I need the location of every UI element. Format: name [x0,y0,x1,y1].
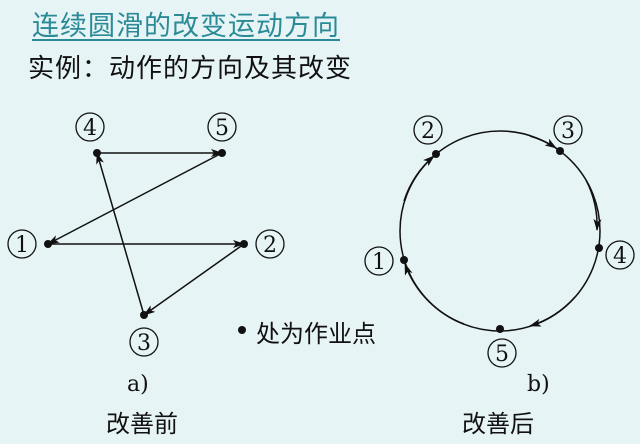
work-point-b-5 [496,325,504,333]
arrow-b-1-2 [403,155,435,202]
page-title: 连续圆滑的改变运动方向 [32,11,340,42]
edge-a-3-4 [96,152,145,316]
work-point-b-1 [400,256,408,264]
node-label-b-5: 5 [487,338,517,368]
diagram-a-sublabel: a) [127,372,149,397]
diagram-b: 1 2 3 4 5 [364,115,635,368]
node-label-b-4: 4 [605,240,635,270]
work-point-b-3 [556,147,564,155]
svg-text:3: 3 [561,119,575,144]
node-label-a-3: 3 [129,327,159,357]
legend-text: 处为作业点 [256,320,376,348]
arrow-b-4-5 [529,296,576,327]
svg-text:1: 1 [372,250,386,275]
work-point-a-3 [140,311,148,319]
svg-text:2: 2 [263,233,277,258]
arrow-b-5-1 [404,263,465,325]
work-point-b-2 [432,150,440,158]
svg-text:5: 5 [495,342,509,367]
node-label-a-5: 5 [207,112,237,142]
legend-dot [238,326,246,334]
diagram-a-caption: 改善前 [106,410,178,438]
svg-text:3: 3 [137,331,151,356]
work-point-a-5 [218,149,226,157]
node-label-b-1: 1 [364,246,394,276]
svg-text:2: 2 [421,119,435,144]
node-label-a-1: 1 [7,229,37,259]
work-point-a-2 [240,240,248,248]
svg-text:4: 4 [83,116,97,141]
diagram-b-sublabel: b) [527,372,550,397]
arrow-b-3-4 [585,179,602,231]
node-label-b-2: 2 [413,115,443,145]
work-point-a-4 [93,149,101,157]
legend [238,326,246,334]
svg-text:5: 5 [215,116,229,141]
work-point-b-4 [595,244,603,252]
svg-text:4: 4 [613,244,627,269]
svg-text:1: 1 [15,233,29,258]
diagram-b-caption: 改善后 [462,410,534,438]
page-subtitle: 实例：动作的方向及其改变 [28,54,353,84]
node-label-a-4: 4 [75,112,105,142]
edge-a-2-3 [143,243,245,316]
node-label-a-2: 2 [255,229,285,259]
diagram-a: 1 2 3 4 5 [7,112,285,357]
edge-a-5-1 [47,152,223,245]
node-label-b-3: 3 [553,115,583,145]
work-point-a-1 [44,240,52,248]
circular-path-b [399,130,601,332]
arrow-b-2-3 [529,135,557,149]
